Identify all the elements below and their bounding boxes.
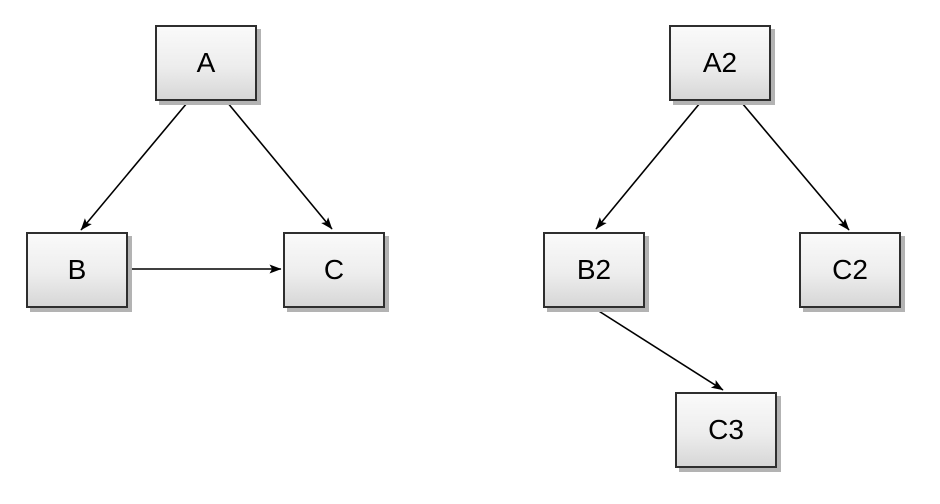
node-c3: C3 bbox=[675, 392, 777, 468]
node-a2-label: A2 bbox=[702, 47, 738, 78]
node-b: B bbox=[26, 232, 128, 308]
node-a: A bbox=[155, 25, 257, 101]
node-c: C bbox=[283, 232, 385, 308]
node-b2-label: B2 bbox=[576, 254, 612, 285]
edge-a-to-b bbox=[80, 102, 188, 231]
edge-b2-to-c3 bbox=[593, 307, 724, 391]
node-a2: A2 bbox=[669, 25, 771, 101]
node-b-label: B bbox=[67, 254, 87, 285]
node-c3-label: C3 bbox=[708, 414, 744, 445]
node-b2: B2 bbox=[543, 232, 645, 308]
edge-a2-to-c2 bbox=[741, 102, 850, 231]
node-c2-label: C2 bbox=[832, 254, 868, 285]
edge-a-to-c bbox=[226, 101, 333, 230]
node-c-label: C bbox=[323, 254, 345, 285]
node-c2: C2 bbox=[799, 232, 901, 308]
edge-a2-to-b2 bbox=[595, 102, 701, 230]
node-a-label: A bbox=[196, 47, 216, 78]
